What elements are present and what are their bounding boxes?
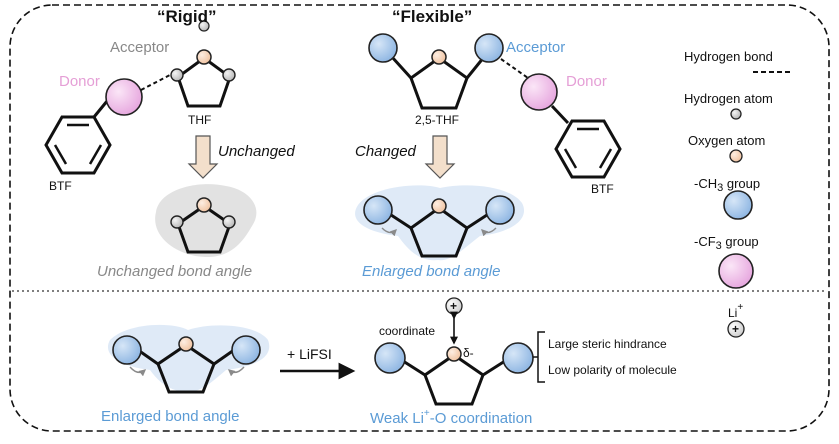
bullet-bracket xyxy=(537,331,545,383)
rigid-caption: Unchanged bond angle xyxy=(97,263,253,280)
legend-li-sphere xyxy=(727,320,745,338)
down-arrow-rigid xyxy=(187,135,219,179)
reagent-label: + LiFSI xyxy=(287,346,332,362)
coordinate-label: coordinate xyxy=(379,324,436,338)
legend-ch3-sphere xyxy=(723,190,753,220)
rigid-title: “Rigid” xyxy=(157,7,217,26)
legend-hbond-label: Hydrogen bond xyxy=(684,49,773,64)
li-cation-plus: + xyxy=(450,299,458,313)
outer-frame xyxy=(9,4,830,432)
rigid-thf-molecule xyxy=(170,20,236,108)
legend-ch3-label: -CH3 group xyxy=(694,176,761,194)
delta-minus-label: δ- xyxy=(463,346,474,360)
flexible-change-label: Changed xyxy=(355,143,416,160)
flexible-thf-label: 2,5-THF xyxy=(415,113,460,127)
rigid-change-label: Unchanged xyxy=(218,143,295,160)
down-arrow-flexible xyxy=(424,135,456,179)
flexible-btf-molecule xyxy=(520,73,622,179)
legend-oxygen-sphere xyxy=(729,149,743,163)
rigid-btf-label: BTF xyxy=(49,179,72,193)
legend-hydrogen-sphere xyxy=(730,108,742,120)
rigid-thf-label: THF xyxy=(188,113,212,127)
legend-oxygen-label: Oxygen atom xyxy=(688,133,766,148)
flexible-donor-label: Donor xyxy=(566,73,607,90)
hydrogen-bond-flexible xyxy=(500,58,529,79)
bottom-right-caption: Weak Li+-O coordination xyxy=(370,408,533,427)
rigid-btf-molecule xyxy=(44,78,143,175)
rigid-donor-label: Donor xyxy=(59,73,100,90)
bottom-left-molecule xyxy=(107,324,270,394)
legend-li-label: Li+ xyxy=(728,302,744,320)
legend-hydrogen-label: Hydrogen atom xyxy=(684,91,773,106)
bullet-steric: Large steric hindrance xyxy=(548,337,667,351)
legend-cf3-label: -CF3 group xyxy=(694,234,759,252)
flexible-thf-molecule xyxy=(368,33,504,110)
flexible-product-molecule xyxy=(355,185,525,261)
donor-cf3-sphere xyxy=(105,78,143,116)
legend-cf3-sphere xyxy=(718,253,754,289)
flexible-title: “Flexible” xyxy=(392,7,473,26)
flexible-caption: Enlarged bond angle xyxy=(362,263,501,280)
rigid-acceptor-label: Acceptor xyxy=(110,39,170,56)
legend-li-plus: + xyxy=(732,322,740,336)
flexible-btf-label: BTF xyxy=(591,182,614,196)
bottom-right-molecule xyxy=(374,342,534,406)
rigid-product-molecule xyxy=(155,184,257,258)
bullet-polarity: Low polarity of molecule xyxy=(548,363,677,377)
flexible-acceptor-label: Acceptor xyxy=(506,39,566,56)
hydrogen-bond-rigid xyxy=(140,74,171,91)
bottom-left-caption: Enlarged bond angle xyxy=(101,408,240,425)
